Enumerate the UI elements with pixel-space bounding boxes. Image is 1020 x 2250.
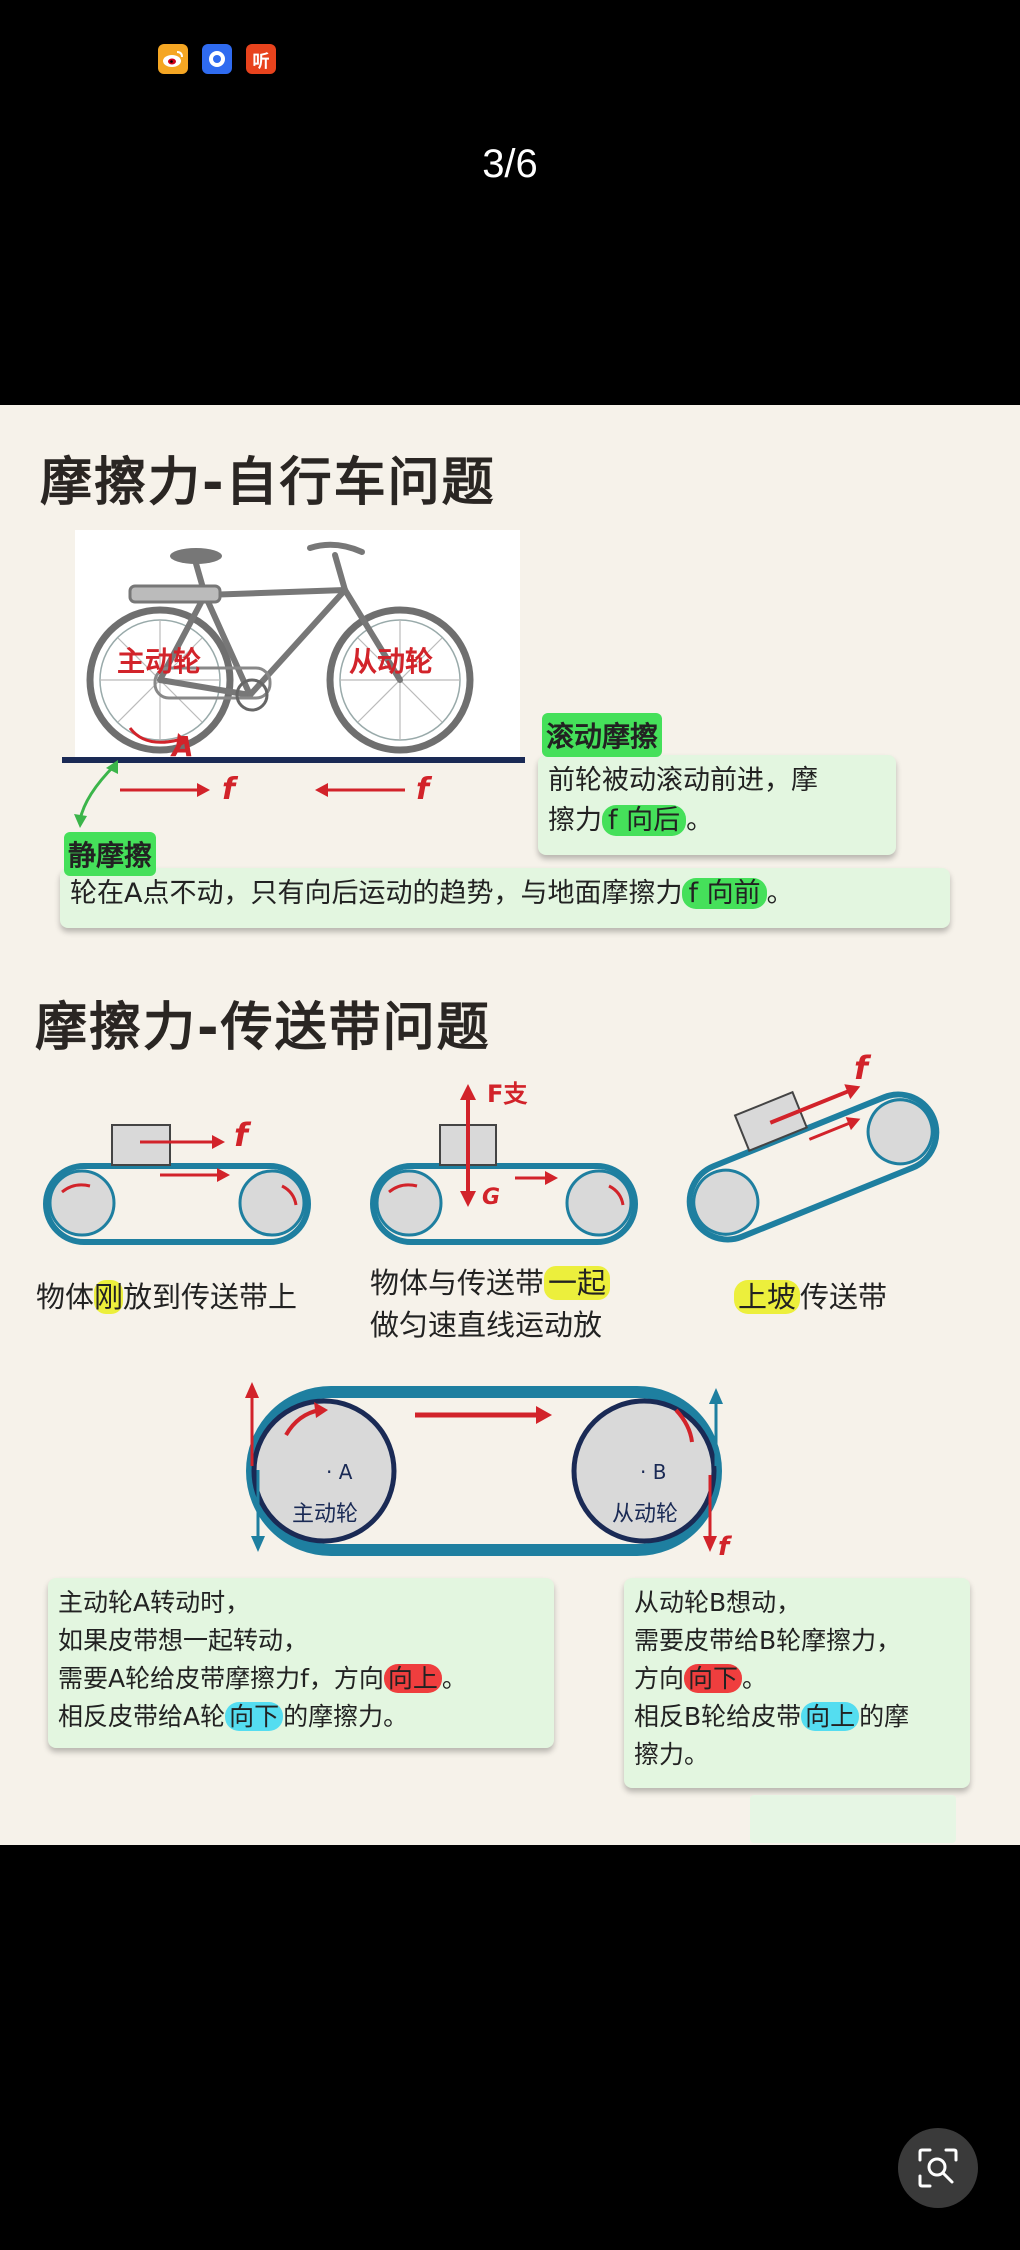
belt3-caption: 上坡传送带 <box>734 1276 887 1318</box>
wheel-a-point: · A <box>326 1460 353 1484</box>
listen-icon[interactable]: 听 <box>246 44 276 74</box>
wheel-a-label: 主动轮 <box>292 1502 359 1527</box>
drive-wheel-label: 主动轮 <box>117 645 202 678</box>
drive-wheel-explain-box: 主动轮A转动时， 如果皮带想一起转动， 需要A轮给皮带摩擦力f，方向向上。 相反… <box>48 1578 554 1748</box>
wheel-b-label: 从动轮 <box>612 1502 679 1527</box>
static-friction-heading: 静摩擦 <box>64 832 157 876</box>
front-wheel <box>326 606 474 754</box>
belt2-support-force: F支 <box>487 1080 528 1108</box>
belt-title: 摩擦力-传送带问题 <box>35 998 491 1058</box>
force-f-front: f <box>416 772 430 807</box>
belt2-caption: 物体与传送带一起 做匀速直线运动放 <box>370 1262 611 1346</box>
share-icons: 听 <box>158 44 276 74</box>
force-f-rear: f <box>222 772 236 807</box>
page-counter: 3/6 <box>482 142 538 186</box>
driven-wheel-b <box>571 1398 717 1544</box>
rolling-friction-heading: 滚动摩擦 <box>542 713 663 757</box>
point-a-label: A <box>172 730 194 763</box>
driven-wheel-explain-box: 从动轮B想动， 需要皮带给B轮摩擦力， 方向向下。 相反B轮给皮带向上的摩 擦力… <box>624 1578 970 1788</box>
belt1-force-f: f <box>234 1116 248 1154</box>
bike-title: 摩擦力-自行车问题 <box>40 453 496 513</box>
image-search-button[interactable] <box>898 2128 978 2208</box>
weibo-icon[interactable] <box>158 44 188 74</box>
bicycle-diagram <box>62 541 525 828</box>
belt1-caption: 物体刚放到传送带上 <box>36 1280 298 1314</box>
drive-wheel-a <box>251 1398 397 1544</box>
driven-wheel-label: 从动轮 <box>349 645 434 678</box>
scan-search-icon <box>918 2148 958 2188</box>
rear-wheel <box>86 606 234 754</box>
browser-icon[interactable] <box>202 44 232 74</box>
faded-box <box>750 1795 956 1843</box>
big-belt-force-f: f <box>718 1532 730 1562</box>
wheel-b-point: · B <box>640 1460 667 1484</box>
conveyor-diagrams <box>43 1084 940 1556</box>
belt2-gravity: G <box>482 1185 501 1210</box>
belt3-force-f: f <box>854 1049 868 1087</box>
